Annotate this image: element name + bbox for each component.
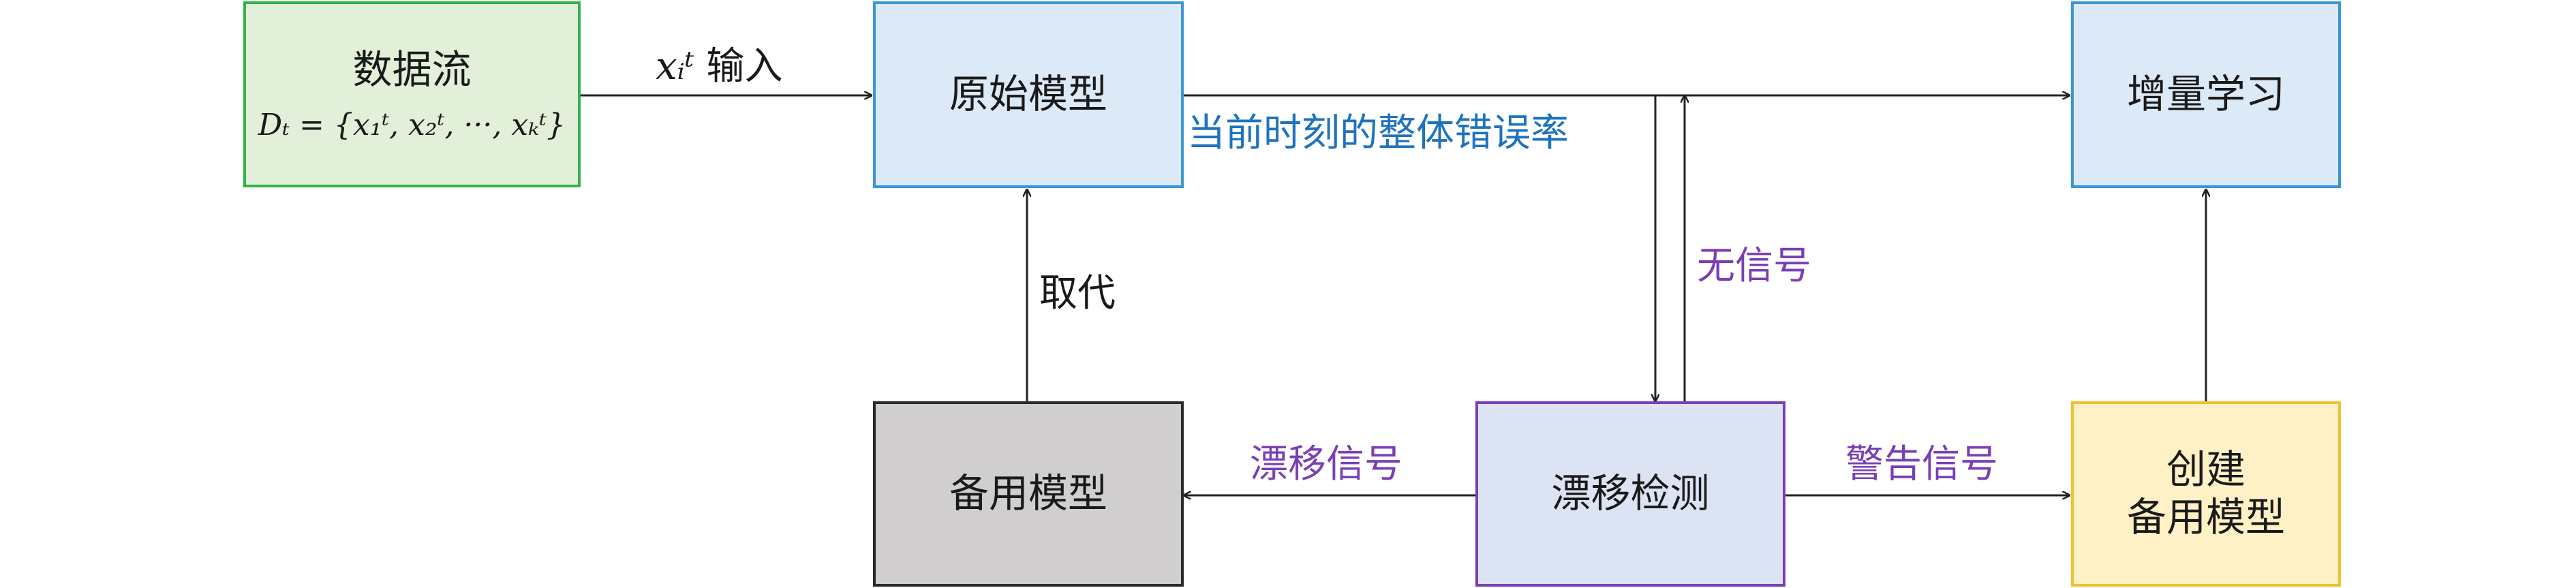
error-rate-label: 当前时刻的整体错误率 bbox=[1187, 111, 1569, 155]
drift-signal-label: 漂移信号 bbox=[1250, 442, 1402, 486]
backup-model-node: 备用模型 bbox=[873, 401, 1184, 587]
incremental-learning-title: 增量学习 bbox=[2126, 71, 2285, 118]
input-label: xᵢᵗ 输入 bbox=[656, 35, 782, 91]
original-model-title: 原始模型 bbox=[949, 71, 1107, 118]
create-backup-title-line2: 备用模型 bbox=[2126, 494, 2285, 540]
drift-detection-node: 漂移检测 bbox=[1475, 401, 1785, 587]
warning-signal-label: 警告信号 bbox=[1845, 442, 1998, 486]
drift-detection-title: 漂移检测 bbox=[1551, 470, 1710, 517]
create-backup-model-node: 创建 备用模型 bbox=[2071, 401, 2341, 587]
input-label-text: 输入 bbox=[706, 44, 783, 89]
data-stream-formula: Dₜ = {x₁ᵗ, x₂ᵗ, ···, xₖᵗ} bbox=[258, 107, 566, 142]
original-model-node: 原始模型 bbox=[873, 1, 1184, 188]
backup-model-title: 备用模型 bbox=[949, 470, 1107, 517]
data-stream-title: 数据流 bbox=[352, 46, 472, 93]
create-backup-title-line1: 创建 bbox=[2166, 446, 2245, 493]
input-label-variable: xᵢᵗ bbox=[656, 44, 694, 89]
data-stream-node: 数据流 Dₜ = {x₁ᵗ, x₂ᵗ, ···, xₖᵗ} bbox=[243, 1, 581, 187]
incremental-learning-node: 增量学习 bbox=[2071, 1, 2341, 188]
replace-label: 取代 bbox=[1039, 271, 1116, 315]
no-signal-label: 无信号 bbox=[1697, 244, 1811, 288]
